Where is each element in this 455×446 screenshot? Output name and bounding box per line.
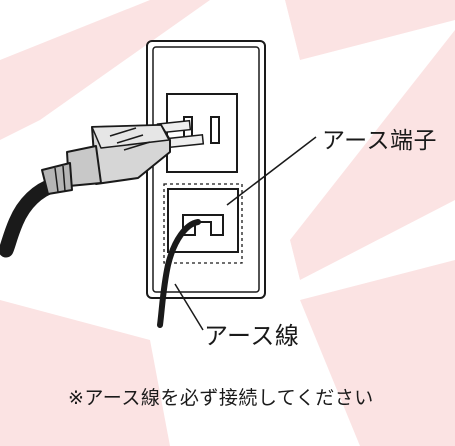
plug-grip-line-3 [123, 141, 151, 151]
leader-line-earth-wire [174, 283, 204, 331]
accent-shape-bottom [0, 300, 170, 446]
wall-plate-inner [152, 46, 260, 293]
earth-terminal-slot [182, 214, 224, 236]
accent-shape-bottom-right [300, 260, 455, 446]
power-cable [0, 177, 62, 258]
earth-wire [157, 219, 201, 328]
plug-grip-line-1 [109, 127, 137, 137]
plug [41, 124, 171, 195]
instruction-caption: ※アース線を必ず接続してください [68, 387, 374, 409]
accent-shape-top [285, 0, 455, 60]
earth-wire-label: アース線 [204, 322, 300, 350]
accent-shape-right [290, 30, 455, 280]
leader-line-earth-terminal [226, 136, 317, 206]
accent-shape-left [0, 0, 210, 140]
earth-terminal-area [163, 183, 243, 264]
plug-sleeve-line-1 [54, 167, 59, 193]
plug-sleeve-line-2 [62, 165, 66, 192]
plug-grip-line-2 [116, 134, 144, 144]
upper-outlet [166, 93, 238, 173]
earth-terminal-label: アース端子 [322, 128, 437, 154]
outlet-slot-right [210, 116, 220, 144]
